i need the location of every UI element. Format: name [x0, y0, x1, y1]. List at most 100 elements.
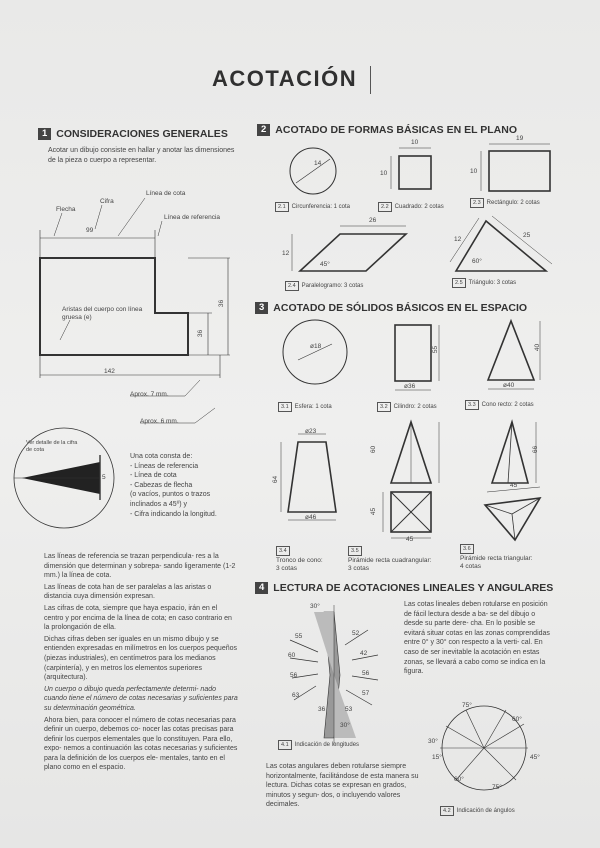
square-pyramid-plan	[390, 491, 432, 533]
angle-45: 45°	[530, 754, 540, 761]
angle-30: 30°	[428, 738, 438, 745]
caption-tripyr: 3.6	[460, 544, 477, 554]
reading-text-angular: Las cotas angulares deben rotularse siem…	[266, 763, 419, 809]
angle-75b: 75°	[492, 784, 502, 791]
section-3-heading: 3 ACOTADO DE SÓLIDOS BÁSICOS EN EL ESPAC…	[255, 302, 527, 314]
caption-trunc-text: Tronco de cono:	[276, 557, 323, 564]
dim-trunc-h: 64	[272, 475, 280, 484]
dim-cone-d: ø40	[503, 382, 515, 389]
paragraph: Las líneas de cota han de ser paralelas …	[44, 583, 212, 601]
dim-sqpyr-h: 60	[370, 445, 378, 454]
body-text: Las líneas de referencia se trazan perpe…	[44, 552, 238, 775]
dim-sqpyr-b: 45	[406, 536, 414, 543]
dim-41-j: 53	[345, 706, 353, 713]
square-shape	[398, 155, 432, 190]
caption-sqpyr: 3.5	[348, 546, 365, 556]
components-item: - Línea de cota	[130, 472, 177, 480]
dim-sphere: ø18	[310, 343, 322, 350]
section-title: CONSIDERACIONES GENERALES	[56, 128, 228, 140]
section-title: LECTURA DE ACOTACIONES LINEALES Y ANGULA…	[273, 582, 554, 594]
dim-41-e: 63	[292, 692, 300, 699]
dim-tri-a: 25	[523, 232, 531, 239]
angle-60a: 60°	[512, 716, 522, 723]
truncated-cone-shape	[287, 441, 337, 513]
circle-shape	[289, 147, 337, 195]
section-number: 1	[38, 128, 52, 140]
dim-tripyr-h: 66	[532, 445, 540, 454]
page-title: ACOTACIÓN	[212, 66, 358, 91]
section-title: ACOTADO DE SÓLIDOS BÁSICOS EN EL ESPACIO	[273, 302, 528, 314]
dim-36-outer: 36	[218, 299, 226, 308]
dim-square-h: 10	[380, 170, 388, 177]
caption-trunc-text2: 3 cotas	[276, 565, 297, 572]
dim-rect-h: 10	[470, 168, 478, 175]
dim-cyl-h: 55	[432, 345, 440, 354]
dim-trunc-top: ø23	[305, 428, 317, 435]
dim-41-k: 36	[318, 706, 326, 713]
cylinder-shape	[394, 324, 432, 382]
dim-cone-h: 40	[534, 343, 542, 352]
dim-cyl-d: ø36	[404, 383, 416, 390]
dim-41-d: 56	[290, 672, 298, 679]
components-item: - Cabezas de flecha	[130, 481, 193, 489]
components-item: - Cifra indicando la longitud.	[130, 510, 217, 518]
dim-41-f: 52	[352, 630, 360, 637]
zoom-caption: Ver detalle de la cifra de cota	[26, 440, 78, 453]
section-1-heading: 1 CONSIDERACIONES GENERALES	[38, 128, 228, 140]
angle-60b: 60°	[454, 776, 464, 783]
paragraph: Dichas cifras deben ser iguales en un mi…	[44, 635, 238, 682]
linear-dims-figure	[289, 605, 379, 745]
dim-41-i: 57	[362, 690, 370, 697]
dim-41-b: 55	[295, 633, 303, 640]
paragraph: Un cuerpo o dibujo queda perfectamente d…	[44, 685, 238, 712]
label-linea-referencia: Línea de referencia	[164, 214, 221, 221]
dim-tri-angle: 60°	[472, 258, 482, 265]
zoom-cipher: 5	[102, 474, 106, 481]
triangle-shape	[454, 219, 549, 272]
dim-36-inner: 36	[197, 329, 205, 338]
intro-text: Acotar un dibujo consiste en hallar y an…	[48, 147, 235, 164]
section-number: 4	[255, 582, 269, 594]
components-item: inclinados a 45º) y	[130, 500, 188, 508]
label-aprox-6: Aprox. 6 mm.	[140, 418, 179, 425]
components-heading: Una cota consta de:	[130, 453, 193, 460]
section-number: 3	[255, 302, 269, 314]
section-4-heading: 4 LECTURA DE ACOTACIONES LINEALES Y ANGU…	[255, 582, 553, 594]
dim-41-h: 56	[362, 670, 370, 677]
dim-trunc-bot: ø46	[305, 514, 317, 521]
dim-square-w: 10	[411, 139, 419, 146]
triangular-pyramid-plan	[483, 496, 542, 542]
dim-sqpyr-w: 45	[370, 507, 378, 516]
angle-75a: 75°	[462, 702, 472, 709]
sphere-shape	[282, 319, 348, 385]
dim-41-a: 30°	[310, 603, 320, 610]
angular-dims-figure	[440, 705, 528, 791]
title-divider	[370, 66, 371, 94]
label-linea-cota: Línea de cota	[146, 190, 186, 197]
rectangle-shape	[488, 150, 551, 192]
label-aristas: Aristas del cuerpo con línea gruesa (e)	[62, 306, 143, 321]
dim-142: 142	[104, 368, 115, 375]
section-number: 2	[257, 124, 271, 136]
dim-para-w: 26	[369, 217, 377, 224]
dim-41-c: 60	[288, 652, 296, 659]
dim-circle: 14	[314, 160, 322, 167]
components-item: - Líneas de referencia	[130, 462, 199, 470]
caption-tripyr-text2: 4 cotas	[460, 563, 481, 570]
label-cifra: Cifra	[100, 198, 114, 205]
caption-trunc: 3.4	[276, 546, 293, 556]
caption-sqpyr-text2: 3 cotas	[348, 565, 369, 572]
dim-tri-b: 12	[454, 236, 462, 243]
parallelogram-shape	[297, 233, 409, 272]
dim-rect-w: 19	[516, 135, 524, 142]
